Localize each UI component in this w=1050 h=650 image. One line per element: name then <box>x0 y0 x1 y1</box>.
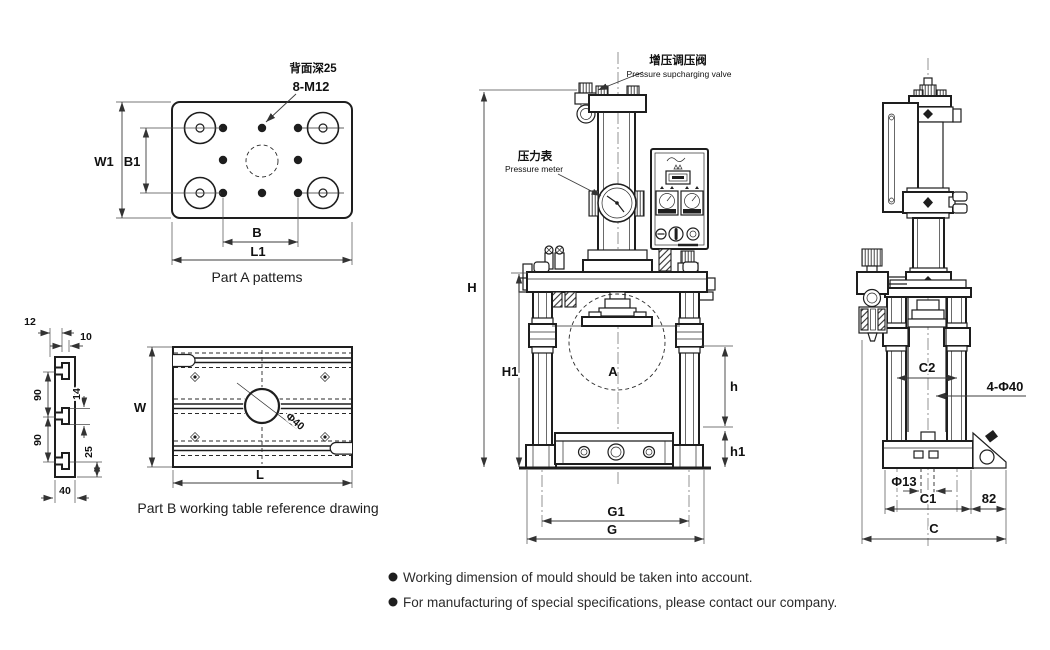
panel-gauge-right[interactable] <box>680 186 704 216</box>
anchor-hole-label: Φ13 <box>891 474 916 489</box>
side-base <box>882 430 1007 469</box>
notes: Working dimension of mould should be tak… <box>388 570 837 610</box>
hydraulic-cylinder <box>597 112 636 250</box>
front-view: A 增压调压阀 Pressure supcharging valve 压力表 P… <box>466 52 747 544</box>
control-panel <box>650 148 709 274</box>
columns-note: 4-Φ40 <box>987 379 1024 394</box>
hole-diameter-leader <box>236 382 298 430</box>
columns <box>528 291 704 446</box>
mould-area-circle <box>568 293 666 391</box>
top-plate <box>526 271 708 293</box>
dim-label-b1: B1 <box>124 154 141 169</box>
dim-label-c1: C1 <box>920 491 937 506</box>
side-view: C2 4-Φ40 Φ13 C1 82 C <box>856 58 1026 546</box>
dim-label-25: 25 <box>83 446 95 458</box>
dim-label-h: h <box>730 379 738 394</box>
work-table <box>554 432 674 465</box>
t-slots <box>55 362 70 470</box>
base-and-feet <box>519 444 711 470</box>
air-filter-regulator <box>856 248 907 342</box>
part-a-plate-outline <box>171 101 353 219</box>
center-hole-dashed <box>245 144 279 178</box>
meter-leader <box>557 173 602 197</box>
part-b-section-view: 12 10 90 90 14 25 40 <box>24 316 102 503</box>
crown-mark <box>673 164 683 170</box>
dim-label-10: 10 <box>80 331 92 343</box>
oil-level-gauge <box>888 113 895 205</box>
depth-label: 背面深25 <box>289 61 337 75</box>
meter-label-cn: 压力表 <box>518 149 553 163</box>
dim-label-12: 12 <box>24 316 36 328</box>
part-a-drawing: W1 B1 B L1 背面深25 8-M12 Part A pattems <box>93 61 353 285</box>
hand-knob[interactable] <box>948 191 968 214</box>
m12-holes <box>218 123 303 198</box>
dim-label-b: B <box>252 225 261 240</box>
dim-label-40: 40 <box>59 485 71 497</box>
valve-label-cn: 增压调压阀 <box>649 53 707 67</box>
dim-label-c2: C2 <box>919 360 936 375</box>
brand-logo <box>666 157 686 162</box>
dim-label-l: L <box>256 467 264 482</box>
dim-label-g: G <box>607 522 617 537</box>
locating-marks <box>190 372 330 442</box>
table-outline <box>172 346 353 468</box>
dim-label-w1: W1 <box>94 154 114 169</box>
bullet-icon <box>388 597 398 607</box>
dim-label-90a: 90 <box>32 389 44 401</box>
dim-label-h1: H1 <box>502 364 519 379</box>
dim-label-l1: L1 <box>250 244 265 259</box>
note-line-1: Working dimension of mould should be tak… <box>403 570 752 585</box>
dim-label-h1-small: h1 <box>730 444 745 459</box>
panel-gauge-left[interactable] <box>655 186 679 216</box>
part-a-caption: Part A pattems <box>211 269 302 285</box>
dim-label-82: 82 <box>982 491 996 506</box>
part-b-caption: Part B working table reference drawing <box>137 500 378 516</box>
center-hole-mask <box>243 387 281 425</box>
note-line-2: For manufacturing of special specificati… <box>403 595 837 610</box>
pressure-gauge <box>588 183 645 223</box>
slot-end-notch-left <box>173 353 196 368</box>
part-b-table-view: Φ40 W L Part B working table reference d… <box>132 346 379 516</box>
dim-label-90b: 90 <box>32 434 44 446</box>
bracket-clamp <box>985 430 998 443</box>
panel-switches[interactable] <box>655 226 700 242</box>
dim-label-w: W <box>134 400 147 415</box>
ram-assembly <box>552 291 680 327</box>
dim-label-h-total: H <box>467 280 476 295</box>
ram-area-label: A <box>608 364 618 379</box>
side-top-plate <box>884 287 972 298</box>
guide-cylinder <box>907 297 947 442</box>
slot-end-notch-right <box>329 441 352 455</box>
dim-label-g1: G1 <box>607 504 624 519</box>
m12-leader <box>265 93 297 123</box>
side-columns <box>882 296 971 446</box>
dim-label-14: 14 <box>71 388 83 400</box>
bullet-icon <box>388 572 398 582</box>
meter-label-en: Pressure meter <box>505 164 563 174</box>
cylinder-top-cap <box>588 94 647 113</box>
dim-label-c: C <box>929 521 939 536</box>
valve-label-en: Pressure supcharging valve <box>627 69 732 79</box>
thread-label: 8-M12 <box>293 79 330 94</box>
valve-leader <box>597 71 644 91</box>
center-hole <box>243 387 281 425</box>
